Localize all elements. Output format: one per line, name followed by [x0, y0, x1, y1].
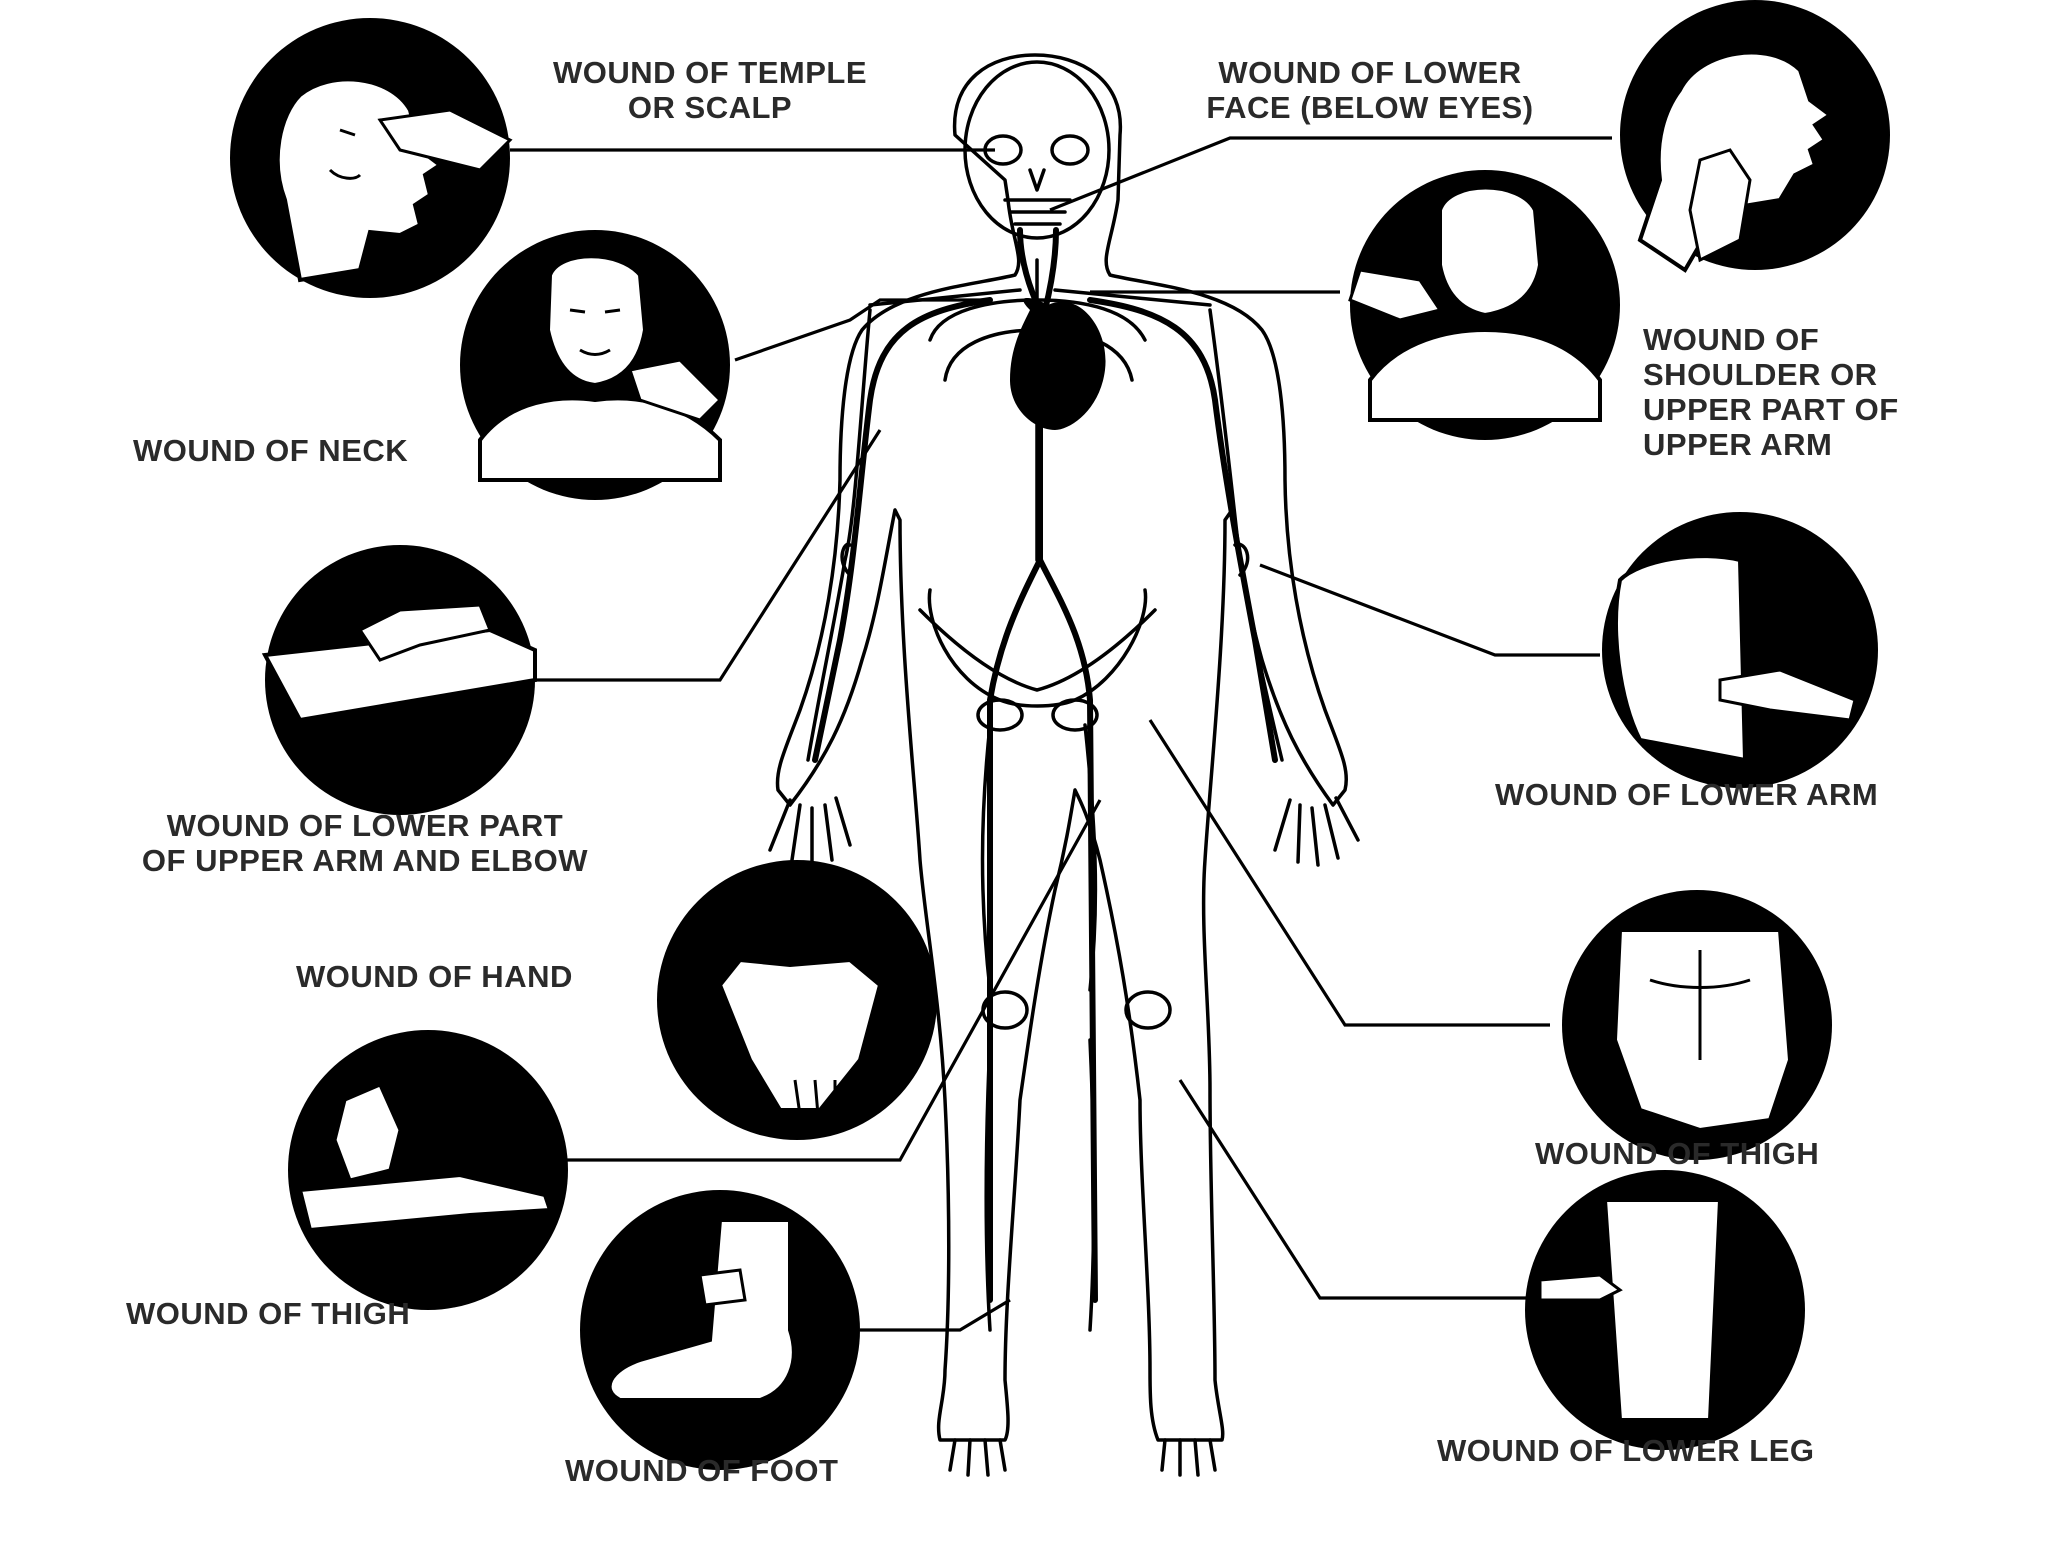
pressure-lower-arm-icon	[1602, 512, 1878, 788]
right-eye-socket	[1050, 134, 1090, 166]
pressure-jaw-icon	[1620, 0, 1890, 273]
pressure-lower-leg-icon	[1525, 1170, 1805, 1450]
pressure-elbow-icon	[261, 545, 537, 815]
human-skeleton-figure	[768, 53, 1360, 1477]
label-wound-lower-arm: WOUND OF LOWER ARM	[1495, 777, 1879, 812]
connector-lines	[510, 136, 1612, 1332]
pressure-groin-icon	[1562, 890, 1832, 1160]
label-wound-elbow: WOUND OF LOWER PART OF UPPER ARM AND ELB…	[141, 808, 589, 878]
right-kneecap	[1124, 990, 1172, 1030]
label-wound-hand: WOUND OF HAND	[296, 959, 573, 994]
label-wound-shoulder: WOUND OF SHOULDER OR UPPER PART OF UPPER…	[1643, 322, 1899, 462]
pressure-shoulder-icon	[1348, 170, 1620, 440]
label-wound-lower-leg: WOUND OF LOWER LEG	[1437, 1433, 1815, 1468]
pressure-temple-icon	[230, 18, 513, 298]
pressure-hand-icon	[657, 860, 937, 1140]
body-outline	[775, 53, 1349, 1442]
label-wound-temple: WOUND OF TEMPLE OR SCALP	[552, 55, 868, 125]
pressure-neck-icon	[460, 230, 730, 500]
label-wound-foot: WOUND OF FOOT	[565, 1453, 839, 1488]
pressure-thigh-icon	[288, 1030, 568, 1310]
pressure-foot-icon	[580, 1190, 860, 1470]
heart	[1010, 298, 1106, 430]
label-wound-thigh-right: WOUND OF THIGH	[1535, 1136, 1820, 1171]
label-wound-neck: WOUND OF NECK	[133, 433, 409, 468]
arterial-system	[812, 227, 1278, 1303]
label-wound-thigh-left: WOUND OF THIGH	[126, 1296, 411, 1331]
label-wound-lower-face: WOUND OF LOWER FACE (BELOW EYES)	[1206, 55, 1534, 125]
